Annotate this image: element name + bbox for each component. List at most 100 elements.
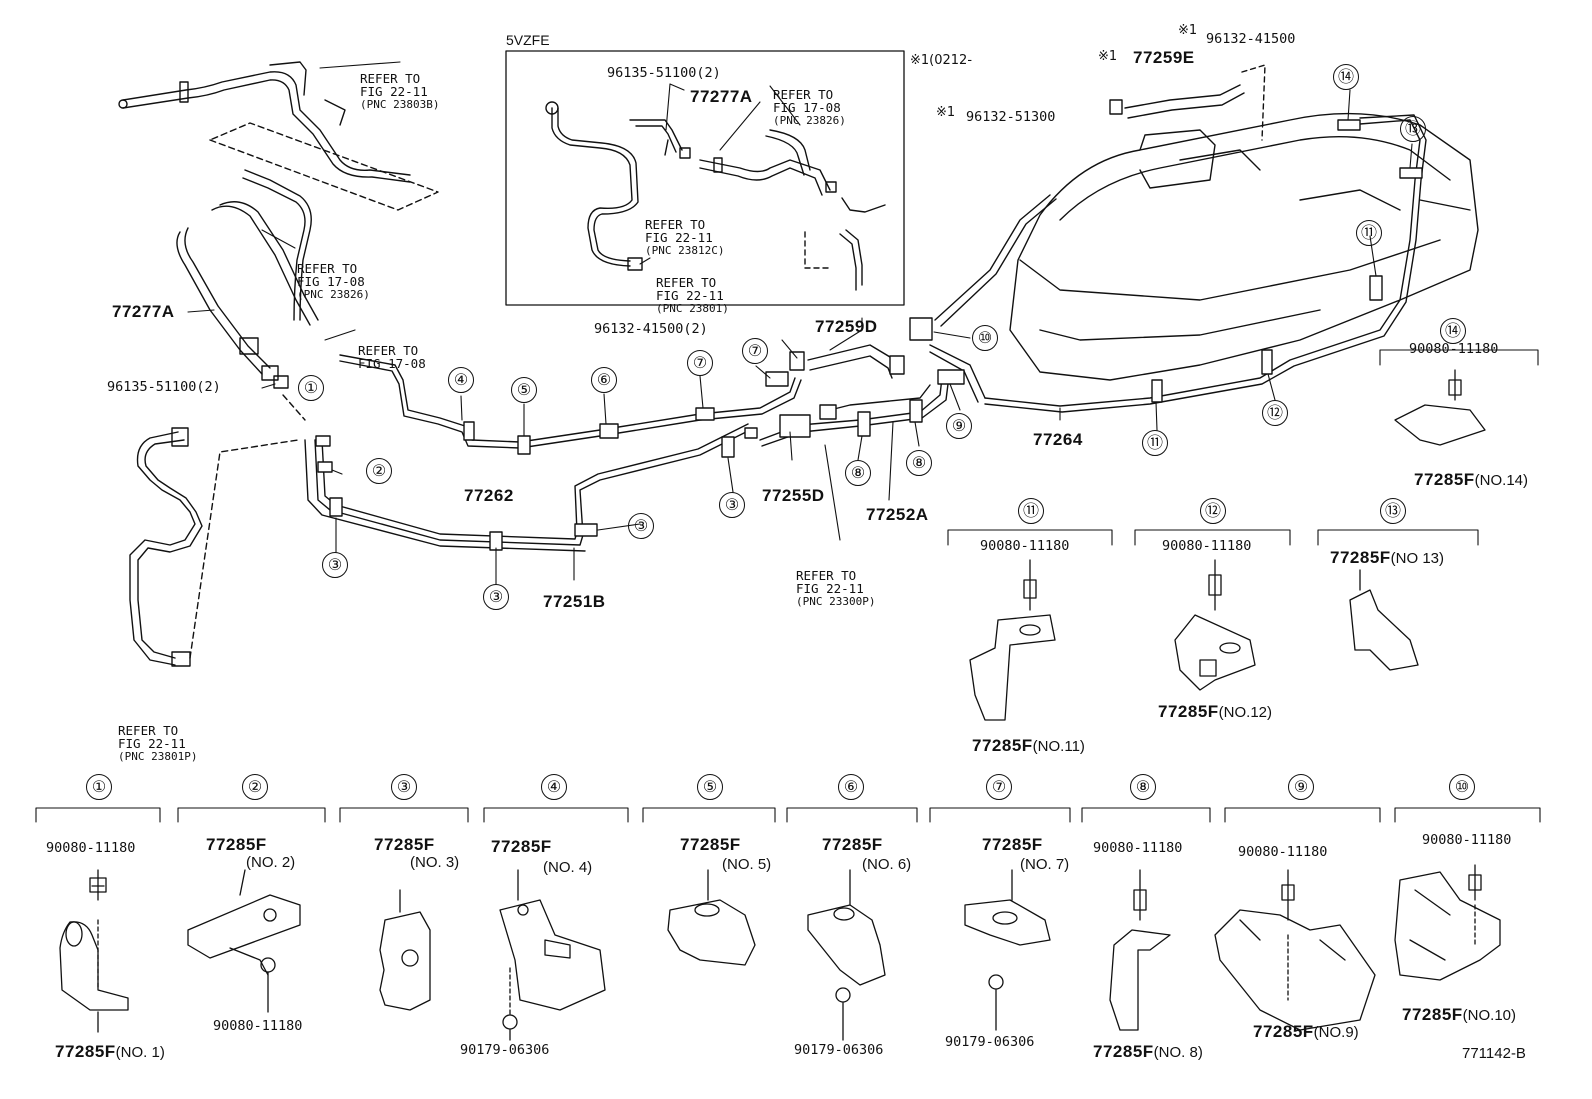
detail-7-bolt: 90179-06306 <box>945 1034 1035 1050</box>
part-77259e: 77259E <box>1133 48 1195 67</box>
callout-4: ④ <box>448 367 474 393</box>
detail-3-sub: (NO. 3) <box>410 854 460 871</box>
callout-8a: ⑧ <box>845 460 871 486</box>
callout-9: ⑨ <box>946 413 972 439</box>
detail-3-num: ③ <box>391 774 417 800</box>
note-marker-77259e: ※1 <box>1098 49 1118 64</box>
callout-11b: ⑪ <box>1356 220 1382 246</box>
upper-left-hose <box>118 61 439 211</box>
detail-13-label: 77285F(NO 13) <box>1330 548 1445 567</box>
detail-9-num: ⑨ <box>1288 774 1314 800</box>
detail-12-bolt: 90080-11180 <box>1162 538 1252 554</box>
detail-13-num: ⑬ <box>1380 498 1406 524</box>
callout-2: ② <box>366 458 392 484</box>
part-77252a: 77252A <box>866 505 929 524</box>
callout-13: ⑬ <box>1400 116 1426 142</box>
callout-10: ⑩ <box>972 325 998 351</box>
detail-8-label: 77285F(NO. 8) <box>1093 1042 1203 1061</box>
part-77251b: 77251B <box>543 592 606 611</box>
note-marker-51300: ※1 <box>936 105 956 120</box>
part-77277a: 77277A <box>112 302 175 321</box>
detail-4-num: ④ <box>541 774 567 800</box>
detail-12-num: ⑫ <box>1200 498 1226 524</box>
part-96135-main: 96135-51100(2) <box>107 379 221 395</box>
filler-hose <box>176 169 319 389</box>
callout-12: ⑫ <box>1262 400 1288 426</box>
detail-parts <box>59 369 1501 1041</box>
part-96132-41500: 96132-41500 <box>1206 31 1296 47</box>
part-77255d: 77255D <box>762 486 825 505</box>
callout-5: ⑤ <box>511 377 537 403</box>
hose-77259e <box>1109 64 1266 141</box>
detail-2-part: 77285F <box>206 835 267 854</box>
part-77264: 77264 <box>1033 430 1083 449</box>
part-77277a-inset: 77277A <box>690 87 753 106</box>
detail-6-bolt: 90179-06306 <box>794 1042 884 1058</box>
callout-14: ⑭ <box>1333 64 1359 90</box>
detail-3-part: 77285F <box>374 835 435 854</box>
detail-8-num: ⑧ <box>1130 774 1156 800</box>
detail-5-part: 77285F <box>680 835 741 854</box>
callout-3c: ③ <box>628 513 654 539</box>
callout-7: ⑦ <box>687 350 713 376</box>
detail-7-sub: (NO. 7) <box>1020 856 1070 873</box>
fuel-tank <box>1009 112 1479 381</box>
date-note: ※1(0212- <box>910 53 973 68</box>
detail-5-sub: (NO. 5) <box>722 856 772 873</box>
detail-2-bolt: 90080-11180 <box>213 1018 303 1034</box>
detail-7-num: ⑦ <box>986 774 1012 800</box>
inset-title: 5VZFE <box>506 32 550 48</box>
callout-8b: ⑧ <box>906 450 932 476</box>
detail-6-sub: (NO. 6) <box>862 856 912 873</box>
detail-11-bolt: 90080-11180 <box>980 538 1070 554</box>
detail-brackets <box>35 349 1541 823</box>
detail-9-bolt: 90080-11180 <box>1238 844 1328 860</box>
detail-12-label: 77285F(NO.12) <box>1158 702 1273 721</box>
detail-8-bolt: 90080-11180 <box>1093 840 1183 856</box>
detail-9-label: 77285F(NO.9) <box>1253 1022 1359 1041</box>
part-96132-51300: 96132-51300 <box>966 109 1056 125</box>
note-marker-41500: ※1 <box>1178 23 1198 38</box>
detail-7-part: 77285F <box>982 835 1043 854</box>
callout-6: ⑥ <box>591 367 617 393</box>
detail-4-part: 77285F <box>491 837 552 856</box>
detail-11-label: 77285F(NO.11) <box>972 736 1085 755</box>
detail-14-num: ⑭ <box>1440 318 1466 344</box>
detail-2-num: ② <box>242 774 268 800</box>
detail-4-bolt: 90179-06306 <box>460 1042 550 1058</box>
detail-10-bolt: 90080-11180 <box>1422 832 1512 848</box>
detail-14-bolt: 90080-11180 <box>1409 341 1499 357</box>
tube-clamps <box>315 119 1423 551</box>
part-96132-41500-2: 96132-41500(2) <box>594 321 708 337</box>
hose-77259d <box>807 344 901 379</box>
part-77262: 77262 <box>464 486 514 505</box>
detail-10-label: 77285F(NO.10) <box>1402 1005 1517 1024</box>
detail-2-sub: (NO. 2) <box>246 854 296 871</box>
detail-5-num: ⑤ <box>697 774 723 800</box>
detail-14-label: 77285F(NO.14) <box>1414 470 1529 489</box>
callout-7b: ⑦ <box>742 338 768 364</box>
detail-4-sub: (NO. 4) <box>543 859 593 876</box>
inset-frame <box>505 50 905 306</box>
detail-10-num: ⑩ <box>1449 774 1475 800</box>
detail-6-num: ⑥ <box>838 774 864 800</box>
leader-lines <box>187 61 1413 585</box>
callout-3b: ③ <box>483 584 509 610</box>
detail-1-bolt: 90080-11180 <box>46 840 136 856</box>
detail-6-part: 77285F <box>822 835 883 854</box>
part-96135-inset: 96135-51100(2) <box>607 65 721 81</box>
detail-11-num: ⑪ <box>1018 498 1044 524</box>
detail-1-label: 77285F(NO. 1) <box>55 1042 165 1061</box>
inset-hoses <box>545 101 886 291</box>
callout-11a: ⑪ <box>1142 430 1168 456</box>
callout-1: ① <box>298 375 324 401</box>
callout-3d: ③ <box>719 492 745 518</box>
